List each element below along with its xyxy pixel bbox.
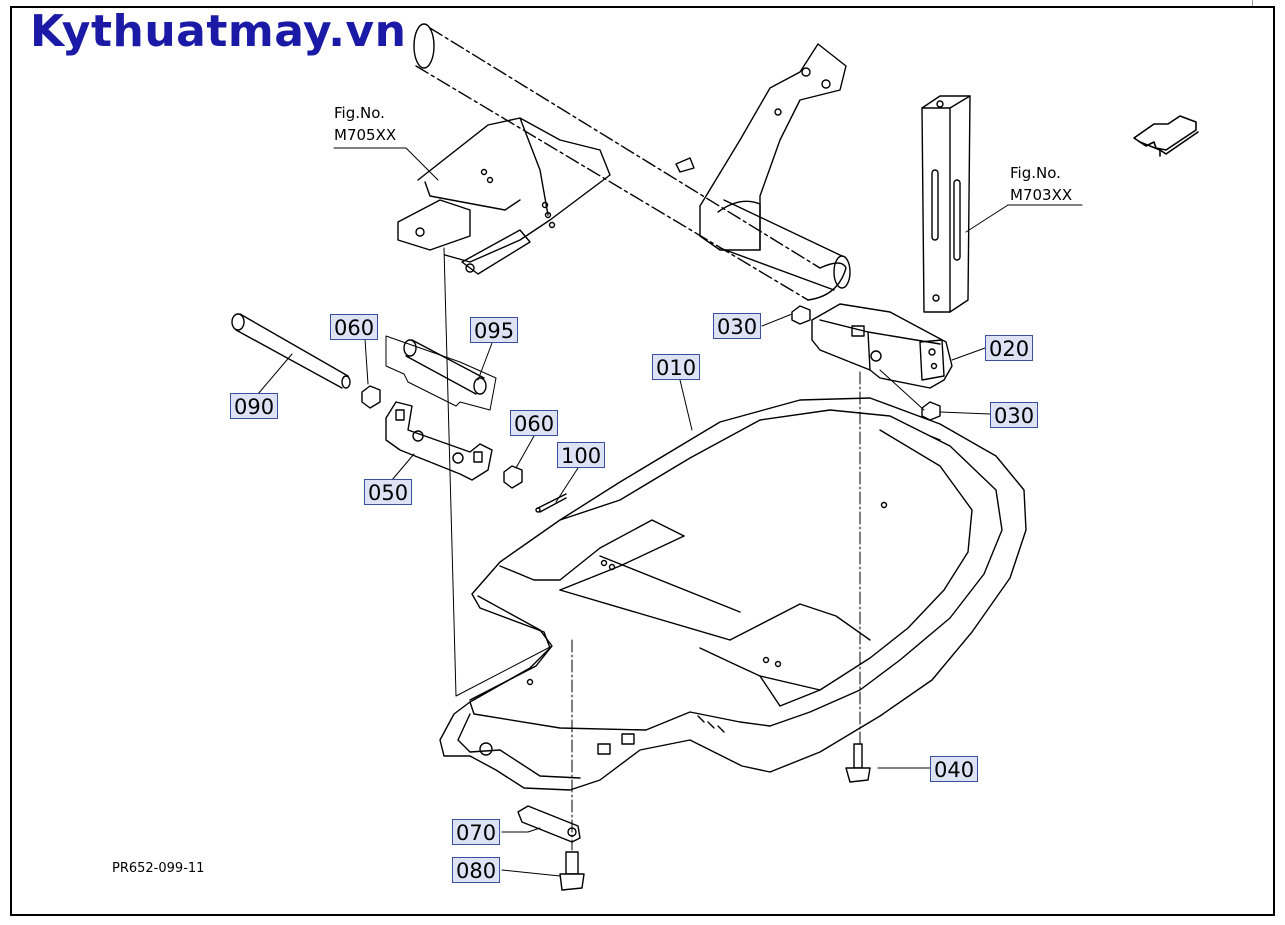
- figure-ref-number: M703XX: [1010, 186, 1073, 204]
- callout-060-right[interactable]: 060: [510, 410, 559, 436]
- callout-095[interactable]: 095: [470, 317, 519, 343]
- upper-frame-tube: [413, 23, 847, 301]
- callout-070[interactable]: 070: [452, 819, 501, 845]
- callout-030-upper[interactable]: 030: [713, 313, 762, 339]
- front-direction-arrow-icon: [1133, 115, 1199, 157]
- callout-010[interactable]: 010: [652, 354, 701, 380]
- callout-020[interactable]: 020: [985, 335, 1034, 361]
- part-070-plate: [517, 805, 581, 843]
- part-030-nut-upper: [791, 305, 811, 325]
- mounting-subframe: [397, 117, 695, 275]
- diagram-frame: [10, 6, 1275, 916]
- callout-050[interactable]: 050: [364, 479, 413, 505]
- callout-100[interactable]: 100: [557, 442, 606, 468]
- part-060-nut-left: [361, 385, 381, 409]
- part-095-bushing: [385, 335, 497, 411]
- figure-ref-label: Fig.No.: [334, 104, 385, 122]
- figure-ref-number: M705XX: [334, 126, 397, 144]
- figure-ref-m703: Fig.No. M703XX: [1010, 162, 1072, 206]
- part-060-nut-right: [503, 465, 523, 489]
- figure-ref-m705: Fig.No. M705XX: [334, 102, 396, 146]
- part-100-clip: [535, 493, 567, 513]
- part-040-bolt: [845, 743, 871, 783]
- part-090-pin: [231, 313, 351, 389]
- part-080-bolt: [559, 851, 585, 891]
- lift-arm-bracket: [699, 43, 851, 291]
- drawing-reference-code: PR652-099-11: [112, 861, 205, 876]
- leader-lines: [257, 147, 1083, 877]
- part-050-bracket: [385, 401, 493, 481]
- part-030-nut-lower: [921, 401, 941, 421]
- callout-060-left[interactable]: 060: [330, 314, 379, 340]
- right-side-bracket: [921, 95, 971, 313]
- callout-080[interactable]: 080: [452, 857, 501, 883]
- figure-ref-label: Fig.No.: [1010, 164, 1061, 182]
- corner-tick: [1252, 0, 1253, 6]
- part-010-floor-plate: [439, 397, 1027, 791]
- callout-030-lower[interactable]: 030: [990, 402, 1039, 428]
- assembly-lines: [443, 247, 925, 851]
- site-brand: Kythuatmay.vn: [30, 6, 407, 57]
- part-020-bracket: [811, 303, 953, 389]
- callout-090[interactable]: 090: [230, 393, 279, 419]
- callout-040[interactable]: 040: [930, 756, 979, 782]
